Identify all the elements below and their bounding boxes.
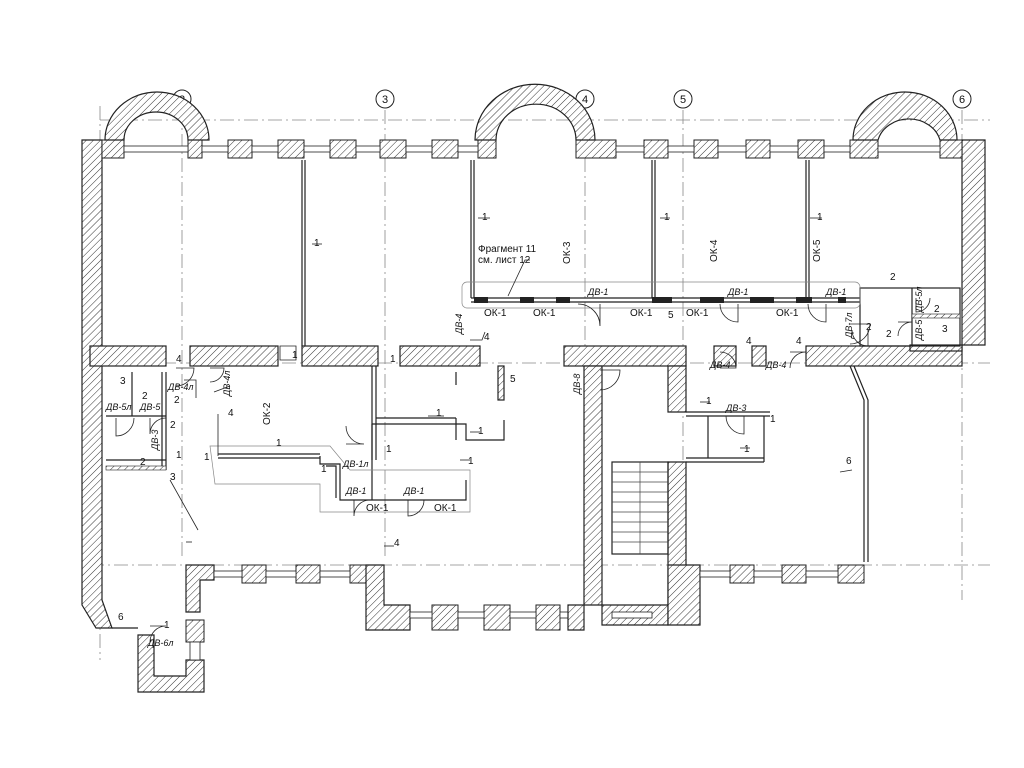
door-swings [115, 297, 931, 643]
svg-text:Фрагмент 11: Фрагмент 11 [478, 244, 537, 255]
svg-text:ОК-5: ОК-5 [812, 239, 823, 262]
svg-text:1: 1 [176, 450, 182, 461]
svg-text:1: 1 [386, 444, 392, 455]
svg-text:ДВ-1: ДВ-1 [403, 486, 424, 496]
svg-text:1: 1 [664, 212, 670, 223]
svg-text:1: 1 [276, 438, 282, 449]
svg-text:ДВ-1: ДВ-1 [345, 486, 366, 496]
svg-text:1: 1 [164, 620, 170, 631]
svg-text:ОК-2: ОК-2 [262, 402, 273, 425]
svg-text:ОК-1: ОК-1 [776, 308, 799, 319]
svg-text:4: 4 [796, 336, 802, 347]
svg-text:2: 2 [174, 395, 180, 406]
svg-text:2: 2 [866, 322, 872, 333]
svg-text:5: 5 [680, 94, 686, 106]
leader-lines [169, 217, 853, 547]
svg-text:1: 1 [292, 350, 298, 361]
svg-text:ДВ-5л: ДВ-5л [105, 402, 131, 412]
axis-marker-3: 3 [375, 89, 395, 109]
svg-text:ДВ-1: ДВ-1 [587, 287, 608, 297]
corridor-walls [89, 344, 963, 606]
svg-text:ОК-1: ОК-1 [630, 308, 653, 319]
svg-text:ДВ-4: ДВ-4 [709, 360, 730, 370]
svg-text:1: 1 [478, 426, 484, 437]
svg-text:ДВ-5л: ДВ-5л [914, 287, 924, 313]
svg-text:ДВ-3: ДВ-3 [150, 430, 160, 451]
svg-text:ОК-1: ОК-1 [434, 503, 457, 514]
svg-text:1: 1 [770, 414, 776, 425]
svg-text:2: 2 [170, 420, 176, 431]
svg-text:1: 1 [468, 456, 474, 467]
axis-marker-5: 5 [673, 89, 693, 109]
svg-text:1: 1 [314, 238, 320, 249]
svg-text:ДВ-3: ДВ-3 [725, 403, 746, 413]
svg-text:ОК-3: ОК-3 [562, 241, 573, 264]
svg-text:2: 2 [142, 391, 148, 402]
callout-marks: 1 1 1 1 1 1 1 1 1 1 1 1 1 1 1 1 1 1 2 2 … [118, 212, 948, 631]
svg-text:ОК-1: ОК-1 [686, 308, 709, 319]
door-labels: ДВ-1 ДВ-1 ДВ-1 ДВ-1 ДВ-1 ДВ-1л ДВ-3 ДВ-3… [105, 287, 924, 648]
svg-text:ДВ-8: ДВ-8 [572, 374, 582, 395]
svg-text:4: 4 [484, 332, 490, 343]
axis-marker-6: 6 [952, 89, 972, 109]
svg-text:ОК-1: ОК-1 [484, 308, 507, 319]
svg-text:6: 6 [959, 94, 965, 106]
svg-text:1: 1 [390, 354, 396, 365]
svg-text:см. лист 12: см. лист 12 [478, 255, 531, 266]
window-labels: ОК-3 ОК-4 ОК-5 ОК-2 ОК-1 ОК-1 ОК-1 ОК-1 … [262, 239, 823, 514]
svg-text:1: 1 [436, 408, 442, 419]
svg-text:6: 6 [846, 456, 852, 467]
svg-text:3: 3 [942, 324, 948, 335]
svg-text:3: 3 [120, 376, 126, 387]
svg-text:6: 6 [118, 612, 124, 623]
svg-text:ДВ-5: ДВ-5 [139, 402, 161, 412]
svg-text:3: 3 [170, 472, 176, 483]
svg-text:2: 2 [886, 329, 892, 340]
svg-text:2: 2 [934, 304, 940, 315]
partitions [105, 160, 961, 562]
svg-text:ДВ-4: ДВ-4 [454, 314, 464, 335]
svg-text:ОК-1: ОК-1 [533, 308, 556, 319]
svg-text:ДВ-1: ДВ-1 [825, 287, 846, 297]
svg-text:ДВ-7л: ДВ-7л [844, 313, 854, 339]
svg-text:4: 4 [582, 94, 588, 106]
svg-text:ДВ-4: ДВ-4 [765, 360, 786, 370]
svg-text:ДВ-4л: ДВ-4л [222, 371, 232, 397]
svg-text:1: 1 [706, 396, 712, 407]
svg-text:ДВ-4л: ДВ-4л [167, 382, 193, 392]
svg-text:ДВ-1л: ДВ-1л [342, 459, 368, 469]
fragment-note: Фрагмент 11 см. лист 12 [478, 244, 537, 266]
svg-text:5: 5 [668, 310, 674, 321]
svg-text:4: 4 [228, 408, 234, 419]
svg-text:4: 4 [394, 538, 400, 549]
svg-text:3: 3 [382, 94, 388, 106]
bottom-walls [112, 564, 865, 693]
svg-text:ОК-4: ОК-4 [709, 239, 720, 262]
svg-text:1: 1 [204, 452, 210, 463]
svg-text:ОК-1: ОК-1 [366, 503, 389, 514]
svg-text:1: 1 [817, 212, 823, 223]
svg-text:5: 5 [510, 374, 516, 385]
svg-text:1: 1 [482, 212, 488, 223]
svg-text:ДВ-5: ДВ-5 [914, 319, 924, 341]
svg-text:1: 1 [321, 464, 327, 475]
outer-walls [81, 83, 986, 629]
svg-text:4: 4 [176, 354, 182, 365]
svg-text:1: 1 [744, 444, 750, 455]
svg-text:2: 2 [140, 457, 146, 468]
svg-text:2: 2 [890, 272, 896, 283]
svg-text:ДВ-1: ДВ-1 [727, 287, 748, 297]
svg-text:4: 4 [746, 336, 752, 347]
svg-text:ДВ-6л: ДВ-6л [147, 638, 173, 648]
